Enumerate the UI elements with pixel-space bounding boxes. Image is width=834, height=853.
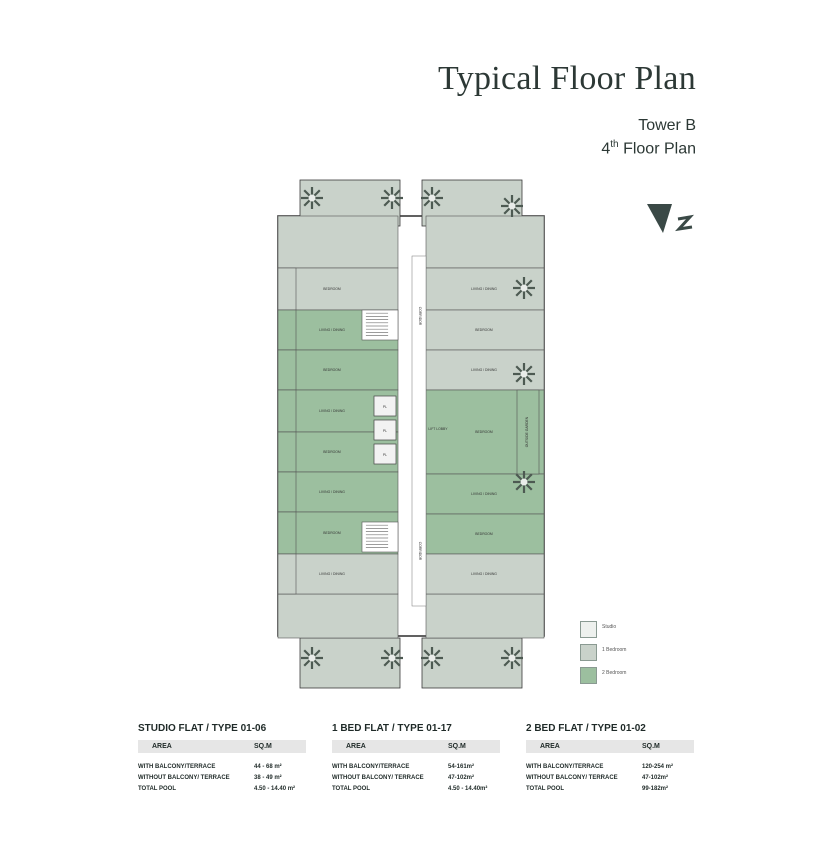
balcony-left-5 [277, 471, 297, 513]
unit-living-top-right [425, 215, 545, 269]
palm-tree-icon [501, 195, 523, 217]
palm-tree-icon [381, 187, 403, 209]
table-title: 1 BED FLAT / TYPE 01-17 [332, 723, 452, 734]
outside-garden-label: OUTSIDE GARDEN [525, 416, 529, 447]
palm-tree-icon [421, 187, 443, 209]
palm-tree-icon [301, 647, 323, 669]
balcony-left-0 [277, 267, 297, 311]
header-sqm: SQ.M [448, 743, 466, 750]
balcony-left-4 [277, 431, 297, 473]
unit-bottom-left [299, 637, 401, 689]
area-table-2-bed: 2 BED FLAT / TYPE 01-02 AREA SQ.M WITH B… [526, 723, 694, 795]
room-label: BEDROOM [323, 287, 341, 291]
balcony-left-1 [277, 309, 297, 351]
legend-item-1-bedroom: 1 Bedroom [580, 644, 700, 661]
palm-tree-icon [381, 647, 403, 669]
room-label: LIVING / DINING [471, 492, 497, 496]
unit-left-7 [277, 553, 399, 595]
balcony-left-3 [277, 389, 297, 433]
floor-name: 4th Floor Plan [601, 139, 696, 158]
unit-living-bottom-right [425, 593, 545, 639]
header-area: AREA [540, 743, 560, 750]
lift-2 [373, 443, 397, 465]
room-label: BEDROOM [323, 531, 341, 535]
unit-right-1 [425, 309, 545, 351]
outside-garden-right [516, 389, 540, 475]
balcony-left-6 [277, 511, 297, 555]
tower-name: Tower B [638, 117, 696, 134]
room-label: LIVING / DINING [319, 328, 345, 332]
area-table-studio: STUDIO FLAT / TYPE 01-06 AREA SQ.M WITH … [138, 723, 306, 795]
legend-label: 2 Bedroom [602, 670, 627, 676]
lift-lobby-label: LIFT LOBBY [428, 427, 448, 431]
staircase-bottom [361, 521, 399, 553]
legend-swatch [580, 621, 597, 638]
room-label: BEDROOM [475, 532, 493, 536]
unit-left-0 [277, 267, 399, 311]
table-header: AREA SQ.M [526, 740, 694, 753]
palm-tree-icon [513, 277, 535, 299]
table-header: AREA SQ.M [138, 740, 306, 753]
balcony-left-7 [277, 553, 297, 595]
corridor-label: CORRIDOR [418, 307, 422, 326]
lift-0 [373, 395, 397, 417]
room-label: LIVING / DINING [471, 287, 497, 291]
legend-label: Studio [602, 624, 617, 630]
legend-swatch [580, 644, 597, 661]
room-label: BEDROOM [323, 368, 341, 372]
header-sqm: SQ.M [642, 743, 660, 750]
palm-tree-icon [513, 363, 535, 385]
balcony-left-2 [277, 349, 297, 391]
lift-label: PL [383, 429, 387, 433]
palm-tree-icon [301, 187, 323, 209]
floor-plan: BEDROOM LIVING / DINING BEDROOM LIVING / DI… [277, 179, 545, 689]
room-label: LIVING / DINING [319, 409, 345, 413]
unit-living-top-left [277, 215, 399, 269]
room-label: LIVING / DINING [319, 572, 345, 576]
legend-item-2-bedroom: 2 Bedroom [580, 667, 700, 684]
unit-left-5 [277, 471, 399, 513]
legend-label: 1 Bedroom [602, 647, 627, 653]
lift-label: PL [383, 405, 387, 409]
corridor-label: CORRIDOR [418, 542, 422, 561]
palm-tree-icon [421, 647, 443, 669]
room-label: BEDROOM [475, 430, 493, 434]
room-label: LIVING / DINING [471, 572, 497, 576]
north-arrow-icon [647, 204, 695, 233]
table-header: AREA SQ.M [332, 740, 500, 753]
unit-bottom-right [421, 637, 523, 689]
table-title: STUDIO FLAT / TYPE 01-06 [138, 723, 267, 734]
palm-tree-icon [513, 471, 535, 493]
header-area: AREA [346, 743, 366, 750]
legend-item-studio: Studio [580, 621, 700, 638]
room-label: LIVING / DINING [471, 368, 497, 372]
lift-label: PL [383, 453, 387, 457]
unit-living-bottom-left [277, 593, 399, 639]
header-area: AREA [152, 743, 172, 750]
room-label: BEDROOM [475, 328, 493, 332]
staircase-top [361, 309, 399, 341]
corridor [411, 255, 427, 607]
table-title: 2 BED FLAT / TYPE 01-02 [526, 723, 646, 734]
room-label: LIVING / DINING [319, 490, 345, 494]
page-title: Typical Floor Plan [438, 60, 696, 97]
unit-right-6 [425, 553, 545, 595]
room-label: BEDROOM [323, 450, 341, 454]
palm-tree-icon [501, 647, 523, 669]
legend-swatch [580, 667, 597, 684]
lift-1 [373, 419, 397, 441]
area-table-1-bed: 1 BED FLAT / TYPE 01-17 AREA SQ.M WITH B… [332, 723, 500, 795]
header-sqm: SQ.M [254, 743, 272, 750]
